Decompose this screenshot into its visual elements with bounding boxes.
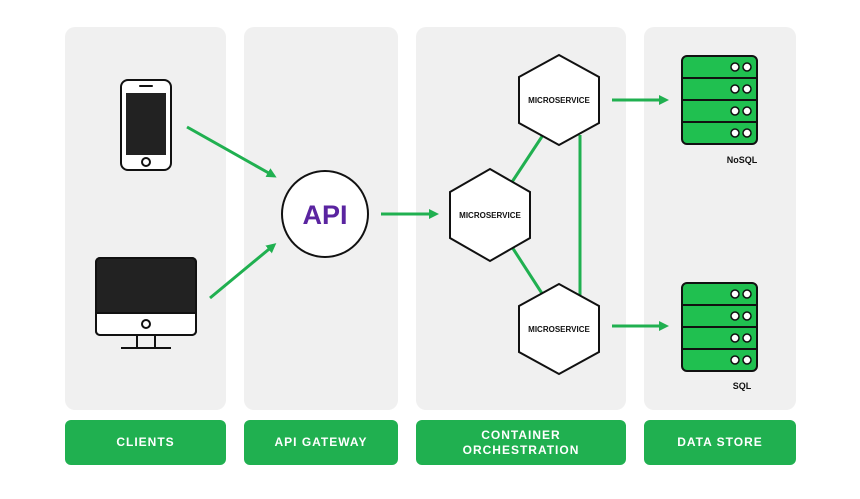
clients-label: CLIENTS [65,420,226,465]
nosql-server-rack-icon [681,55,758,145]
container-orchestration-label: CONTAINER ORCHESTRATION [416,420,626,465]
smartphone-icon [120,79,172,171]
api-label: API [302,200,347,230]
arrow-phone-to-api [186,125,277,178]
nosql-label: NoSQL [727,155,758,165]
api-gateway-node: API [281,170,369,258]
link-ms-left-to-ms-bottom [510,246,545,296]
link-ms-left-to-ms-top [510,134,545,183]
desktop-monitor-icon [95,257,197,349]
svg-text:MICROSERVICE: MICROSERVICE [528,325,590,334]
api-gateway-label: API GATEWAY [244,420,398,465]
svg-text:MICROSERVICE: MICROSERVICE [459,211,521,220]
sql-label: SQL [733,381,752,391]
sql-server-rack-icon [681,282,758,372]
arrow-desktop-to-api [209,243,277,300]
data-store-label: DATA STORE [644,420,796,465]
svg-text:MICROSERVICE: MICROSERVICE [528,96,590,105]
microservice-node-left: MICROSERVICE [449,167,531,263]
microservice-node-bottom: MICROSERVICE [518,282,600,376]
microservice-node-top: MICROSERVICE [518,53,600,147]
